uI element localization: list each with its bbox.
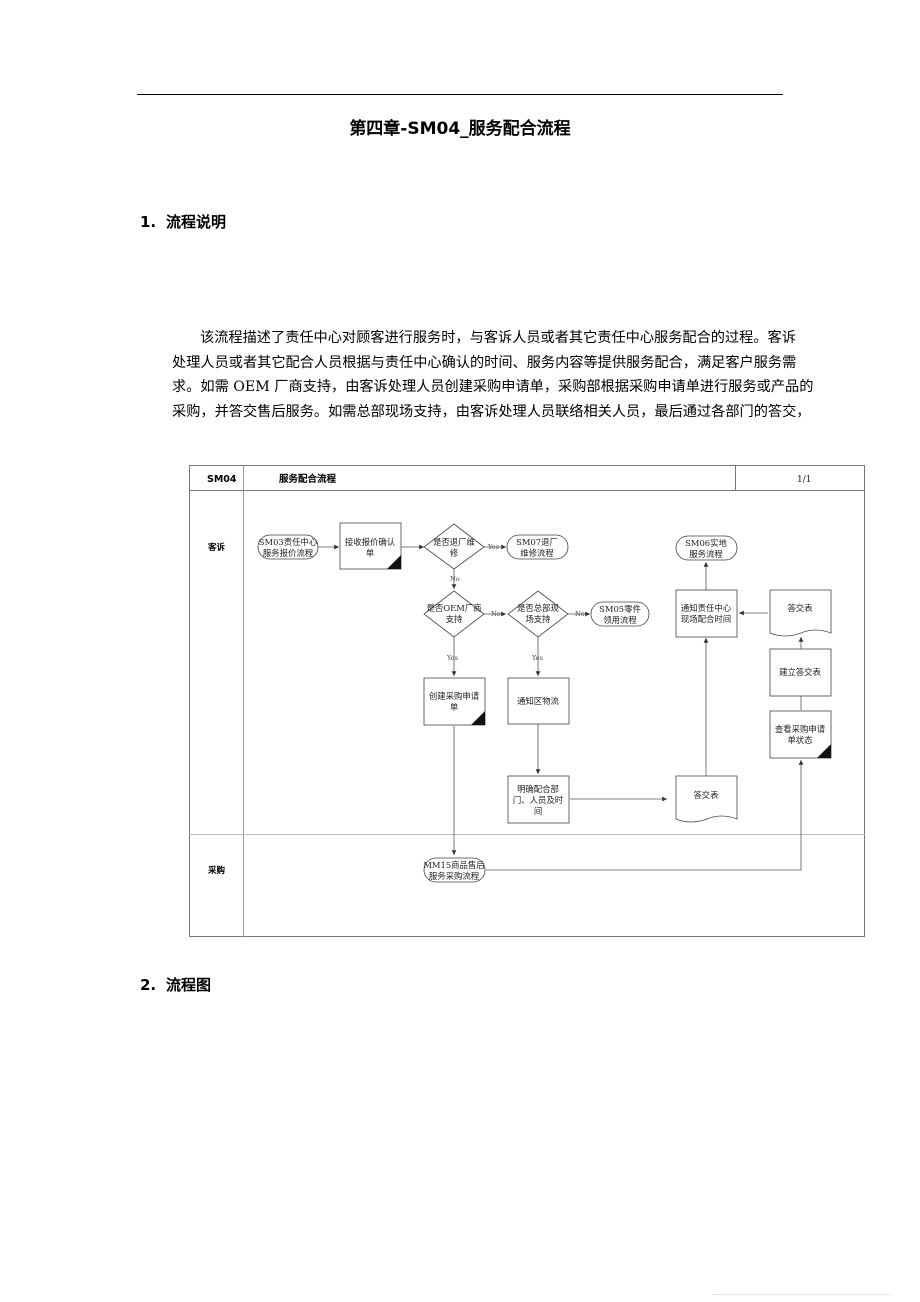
svg-text:支持: 支持 [446, 614, 463, 624]
svg-text:单状态: 单状态 [787, 735, 813, 745]
edge-label-no: No [575, 610, 585, 618]
svg-text:SM06实地: SM06实地 [685, 538, 727, 548]
svg-text:单: 单 [450, 702, 458, 712]
edge-label-no: No [450, 575, 460, 583]
node-sm05: SM05零件 领用流程 [590, 601, 650, 627]
edge-label-yes: Yes [487, 543, 499, 551]
svg-text:服务流程: 服务流程 [689, 549, 723, 559]
edge-label-yes: Yes [446, 654, 458, 662]
svg-text:是否退厂维: 是否退厂维 [433, 537, 475, 547]
node-sm03: SM03责任中心 服务报价流程 [257, 534, 319, 560]
svg-text:创建采购申请: 创建采购申请 [429, 691, 480, 701]
flowchart-name: 服务配合流程 [279, 473, 337, 485]
lane-label: 客诉 [207, 542, 226, 553]
node-hq-decision: 是否总部现 场支持 [507, 590, 569, 638]
node-create-pr: 创建采购申请 单 [423, 677, 486, 726]
svg-text:接收报价确认: 接收报价确认 [345, 537, 396, 547]
node-oem-decision: 是否OEM厂商 支持 [423, 590, 485, 638]
node-check-pr-status: 查看采购申请 单状态 [769, 710, 832, 759]
svg-text:修: 修 [450, 548, 459, 558]
edge-label-yes: Yes [531, 654, 543, 662]
node-notify-logistics: 通知区物流 [507, 677, 570, 725]
flowchart: SM04 服务配合流程 1/1 客诉 采购 Yes No No No Yes Y… [189, 465, 865, 943]
svg-text:门、人员及时: 门、人员及时 [513, 795, 564, 805]
node-notify-center: 通知责任中心 现场配合时间 [675, 589, 738, 638]
svg-text:维修流程: 维修流程 [520, 548, 554, 558]
section-heading-1: 1. 流程说明 [140, 211, 226, 232]
paragraph-line: 求。如需 OEM 厂商支持，由客诉处理人员创建采购申请单，采购部根据采购申请单进… [172, 379, 814, 396]
node-build-reply: 建立答交表 [769, 648, 832, 697]
svg-text:服务采购流程: 服务采购流程 [429, 871, 480, 881]
svg-text:通知区物流: 通知区物流 [517, 696, 559, 706]
node-reply-document: 答交表 [675, 775, 738, 823]
svg-text:单: 单 [366, 548, 374, 558]
edge-label-no: No [491, 610, 501, 618]
node-return-repair-decision: 是否退厂维 修 [423, 523, 485, 570]
node-reply-document: 答交表 [769, 589, 832, 637]
lane-label: 采购 [207, 865, 226, 876]
node-sm06: SM06实地 服务流程 [675, 535, 738, 561]
section-title: 流程说明 [166, 213, 227, 231]
svg-text:现场配合时间: 现场配合时间 [681, 614, 731, 624]
svg-text:是否总部现: 是否总部现 [517, 603, 559, 613]
svg-text:MM15商品售后: MM15商品售后 [423, 860, 484, 870]
node-mm15: MM15商品售后 服务采购流程 [423, 857, 486, 883]
svg-text:通知责任中心: 通知责任中心 [681, 603, 732, 613]
svg-text:答交表: 答交表 [787, 603, 813, 613]
node-confirm-departments: 明确配合部 门、人员及时 间 [507, 775, 570, 824]
svg-text:是否OEM厂商: 是否OEM厂商 [426, 603, 481, 613]
footer-rule [712, 1294, 892, 1298]
page-title: 第四章-SM04_服务配合流程 [349, 119, 571, 139]
paragraph-line: 处理人员或者其它配合人员根据与责任中心确认的时间、服务内容等提供服务配合，满足客… [172, 354, 797, 371]
svg-text:服务报价流程: 服务报价流程 [263, 548, 314, 558]
section-number: 2. [140, 976, 157, 994]
top-rule [137, 94, 783, 95]
svg-text:明确配合部: 明确配合部 [517, 784, 559, 794]
svg-text:SM03责任中心: SM03责任中心 [259, 537, 318, 547]
paragraph-line: 该流程描述了责任中心对顾客进行服务时，与客诉人员或者其它责任中心服务配合的过程。… [200, 330, 796, 346]
section-heading-2: 2. 流程图 [140, 974, 211, 995]
paragraph-line: 采购，并答交售后服务。如需总部现场支持，由客诉处理人员联络相关人员，最后通过各部… [172, 403, 811, 420]
description-paragraph: 该流程描述了责任中心对顾客进行服务时，与客诉人员或者其它责任中心服务配合的过程。… [172, 326, 858, 424]
svg-text:建立答交表: 建立答交表 [779, 667, 821, 677]
flowchart-page: 1/1 [797, 475, 811, 485]
svg-text:答交表: 答交表 [693, 790, 719, 800]
section-title: 流程图 [166, 976, 212, 994]
svg-text:SM05零件: SM05零件 [599, 604, 641, 614]
svg-text:场支持: 场支持 [525, 614, 551, 624]
section-number: 1. [140, 213, 157, 231]
svg-text:SM07退厂: SM07退厂 [516, 537, 558, 547]
svg-text:领用流程: 领用流程 [603, 615, 637, 625]
flowchart-code: SM04 [207, 474, 237, 485]
node-receive: 接收报价确认 单 [339, 522, 402, 570]
svg-text:间: 间 [534, 806, 542, 816]
svg-text:查看采购申请: 查看采购申请 [775, 724, 826, 734]
node-sm07: SM07退厂 维修流程 [506, 534, 569, 560]
